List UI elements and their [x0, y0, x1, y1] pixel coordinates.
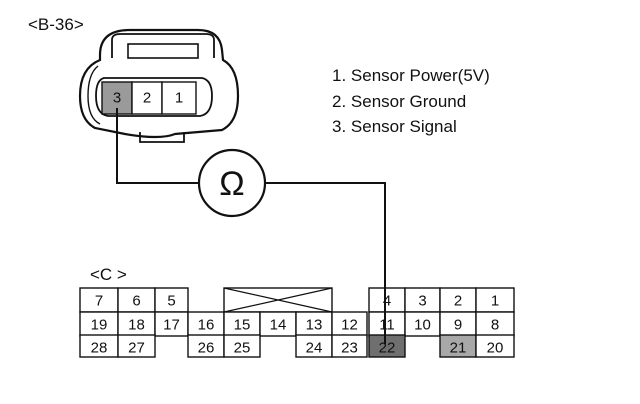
- ecu-pin-label-1: 1: [491, 293, 499, 310]
- pin-legend: 1. Sensor Power(5V) 2. Sensor Ground 3. …: [332, 63, 490, 140]
- sensor-connector-housing: [78, 28, 240, 139]
- sensor-pin-cell-2: [131, 81, 163, 115]
- ecu-pin-cell-11: [368, 311, 406, 337]
- sensor-connector-shadow: [87, 65, 101, 125]
- ecu-connector-label: <C >: [90, 265, 127, 284]
- ecu-pin-cell-22: [368, 334, 406, 358]
- ecu-pin-cell-14: [259, 311, 297, 337]
- ecu-pin-label-5: 5: [167, 293, 175, 310]
- legend-item-3: 3. Sensor Signal: [332, 117, 457, 136]
- ecu-pin-label-25: 25: [234, 340, 251, 357]
- sensor-connector-bottom-key: [139, 132, 185, 143]
- ecu-pin-label-13: 13: [306, 317, 323, 334]
- ecu-pin-label-26: 26: [198, 340, 215, 357]
- ecu-pin-label-28: 28: [91, 340, 108, 357]
- sensor-pin-2-label: 2: [143, 90, 151, 107]
- wire-sensor-to-meter: [116, 108, 199, 184]
- sensor-connector-inner: [95, 77, 213, 117]
- ecu-pin-label-16: 16: [198, 317, 215, 334]
- ecu-pin-cell-12: [331, 311, 368, 337]
- ecu-pin-cell-23: [331, 334, 368, 358]
- sensor-connector-tab: [127, 43, 199, 59]
- legend-item-2: 2. Sensor Ground: [332, 91, 467, 111]
- ecu-pin-label-14: 14: [270, 317, 287, 334]
- ecu-pin-cell-27: [117, 334, 156, 358]
- sensor-connector: 3 2 1: [78, 28, 240, 143]
- ecu-pin-cell-10: [404, 311, 441, 337]
- wire-meter-to-ecu: [265, 182, 386, 344]
- sensor-connector-label: <B-36>: [28, 15, 84, 34]
- ecu-pin-label-9: 9: [454, 317, 462, 334]
- ecu-pin-label-21: 21: [450, 340, 467, 357]
- ecu-pin-label-20: 20: [487, 340, 504, 357]
- legend-item-1: 1. Sensor Power(5V): [332, 66, 490, 85]
- ecu-pin-label-12: 12: [341, 317, 358, 334]
- ecu-pin-label-22: 22: [379, 340, 396, 357]
- ecu-pin-label-15: 15: [234, 317, 251, 334]
- ecu-pin-cell-25: [223, 334, 261, 358]
- ohmmeter: Ω: [197, 148, 267, 218]
- ecu-center-key-cross-b: [223, 287, 333, 313]
- ecu-pin-label-11: 11: [379, 317, 395, 334]
- ecu-pin-label-4: 4: [383, 293, 391, 310]
- sensor-pin-1-label: 1: [175, 90, 183, 107]
- ohm-symbol: Ω: [219, 165, 244, 203]
- ecu-pin-label-27: 27: [128, 340, 145, 357]
- ecu-pin-cell-17: [154, 311, 189, 337]
- ecu-pin-label-24: 24: [306, 340, 323, 357]
- ecu-pin-cell-13: [295, 311, 333, 337]
- ecu-pin-label-19: 19: [91, 317, 108, 334]
- ecu-pin-label-7: 7: [95, 293, 103, 310]
- sensor-pin-cell-1: [161, 81, 197, 115]
- sensor-pin-3-label: 3: [113, 90, 121, 107]
- ecu-pin-cell-2: [439, 287, 477, 313]
- ecu-pin-label-10: 10: [414, 317, 431, 334]
- ecu-pin-label-18: 18: [128, 317, 145, 334]
- sensor-connector-latch: [111, 33, 215, 58]
- ecu-pin-cell-1: [475, 287, 515, 313]
- ecu-pin-label-17: 17: [163, 317, 180, 334]
- ecu-pin-cell-20: [475, 334, 515, 358]
- ecu-pin-cell-16: [187, 311, 225, 337]
- ecu-pin-label-6: 6: [132, 293, 140, 310]
- ecu-pin-label-23: 23: [341, 340, 358, 357]
- ecu-pin-label-8: 8: [491, 317, 499, 334]
- ecu-pin-label-2: 2: [454, 293, 462, 310]
- ecu-pin-label-3: 3: [418, 293, 426, 310]
